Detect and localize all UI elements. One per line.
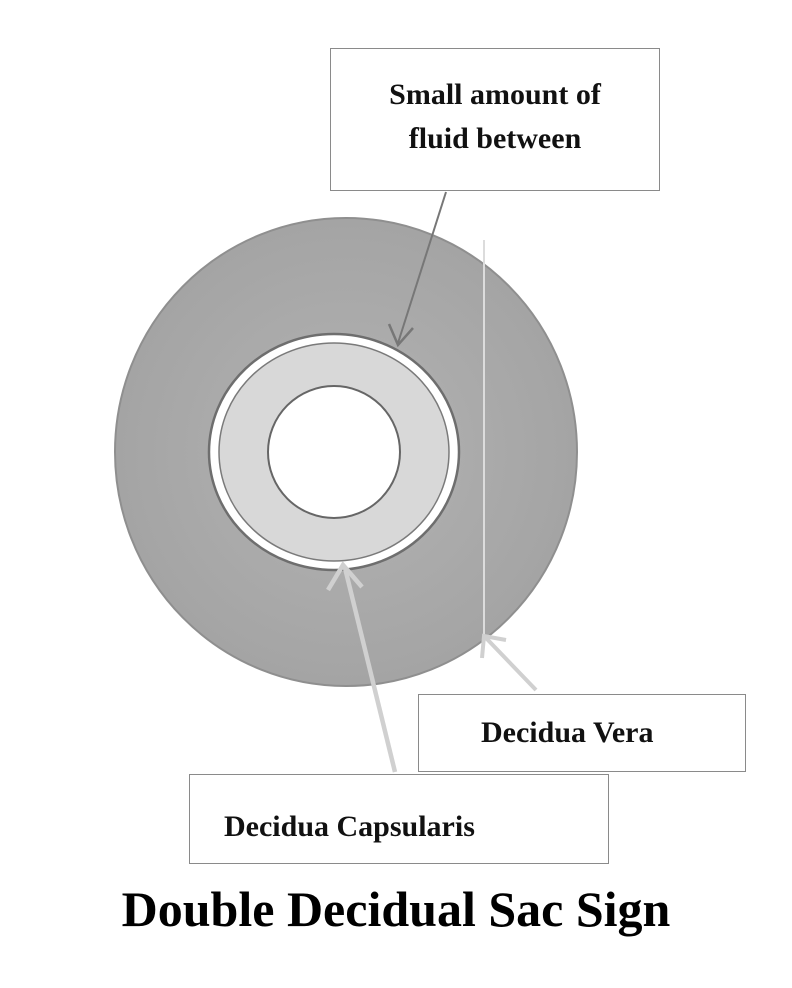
decidua-vera-label: Decidua Vera — [481, 716, 654, 749]
decidua-capsularis-label-box: Decidua Capsularis — [189, 774, 609, 864]
decidua-vera-arrow-head — [480, 633, 507, 659]
decidua-capsularis-label: Decidua Capsularis — [224, 810, 475, 843]
decidua-capsularis-arrow-head — [326, 561, 364, 592]
decidua-vera-label-box: Decidua Vera — [418, 694, 746, 772]
decidua-capsularis-arrow-shaft — [342, 567, 398, 773]
diagram-title: Double Decidual Sac Sign — [121, 881, 671, 937]
fluid-arrow-shaft — [397, 191, 447, 344]
fluid-label-box: Small amount of fluid between — [330, 48, 660, 191]
decidua-vera-arrow-shaft — [484, 636, 538, 692]
fluid-label-line2: fluid between — [408, 121, 582, 155]
gestational-sac — [267, 385, 401, 519]
fluid-label-line1: Small amount of — [389, 78, 601, 111]
fluid-arrow-head — [387, 323, 414, 348]
